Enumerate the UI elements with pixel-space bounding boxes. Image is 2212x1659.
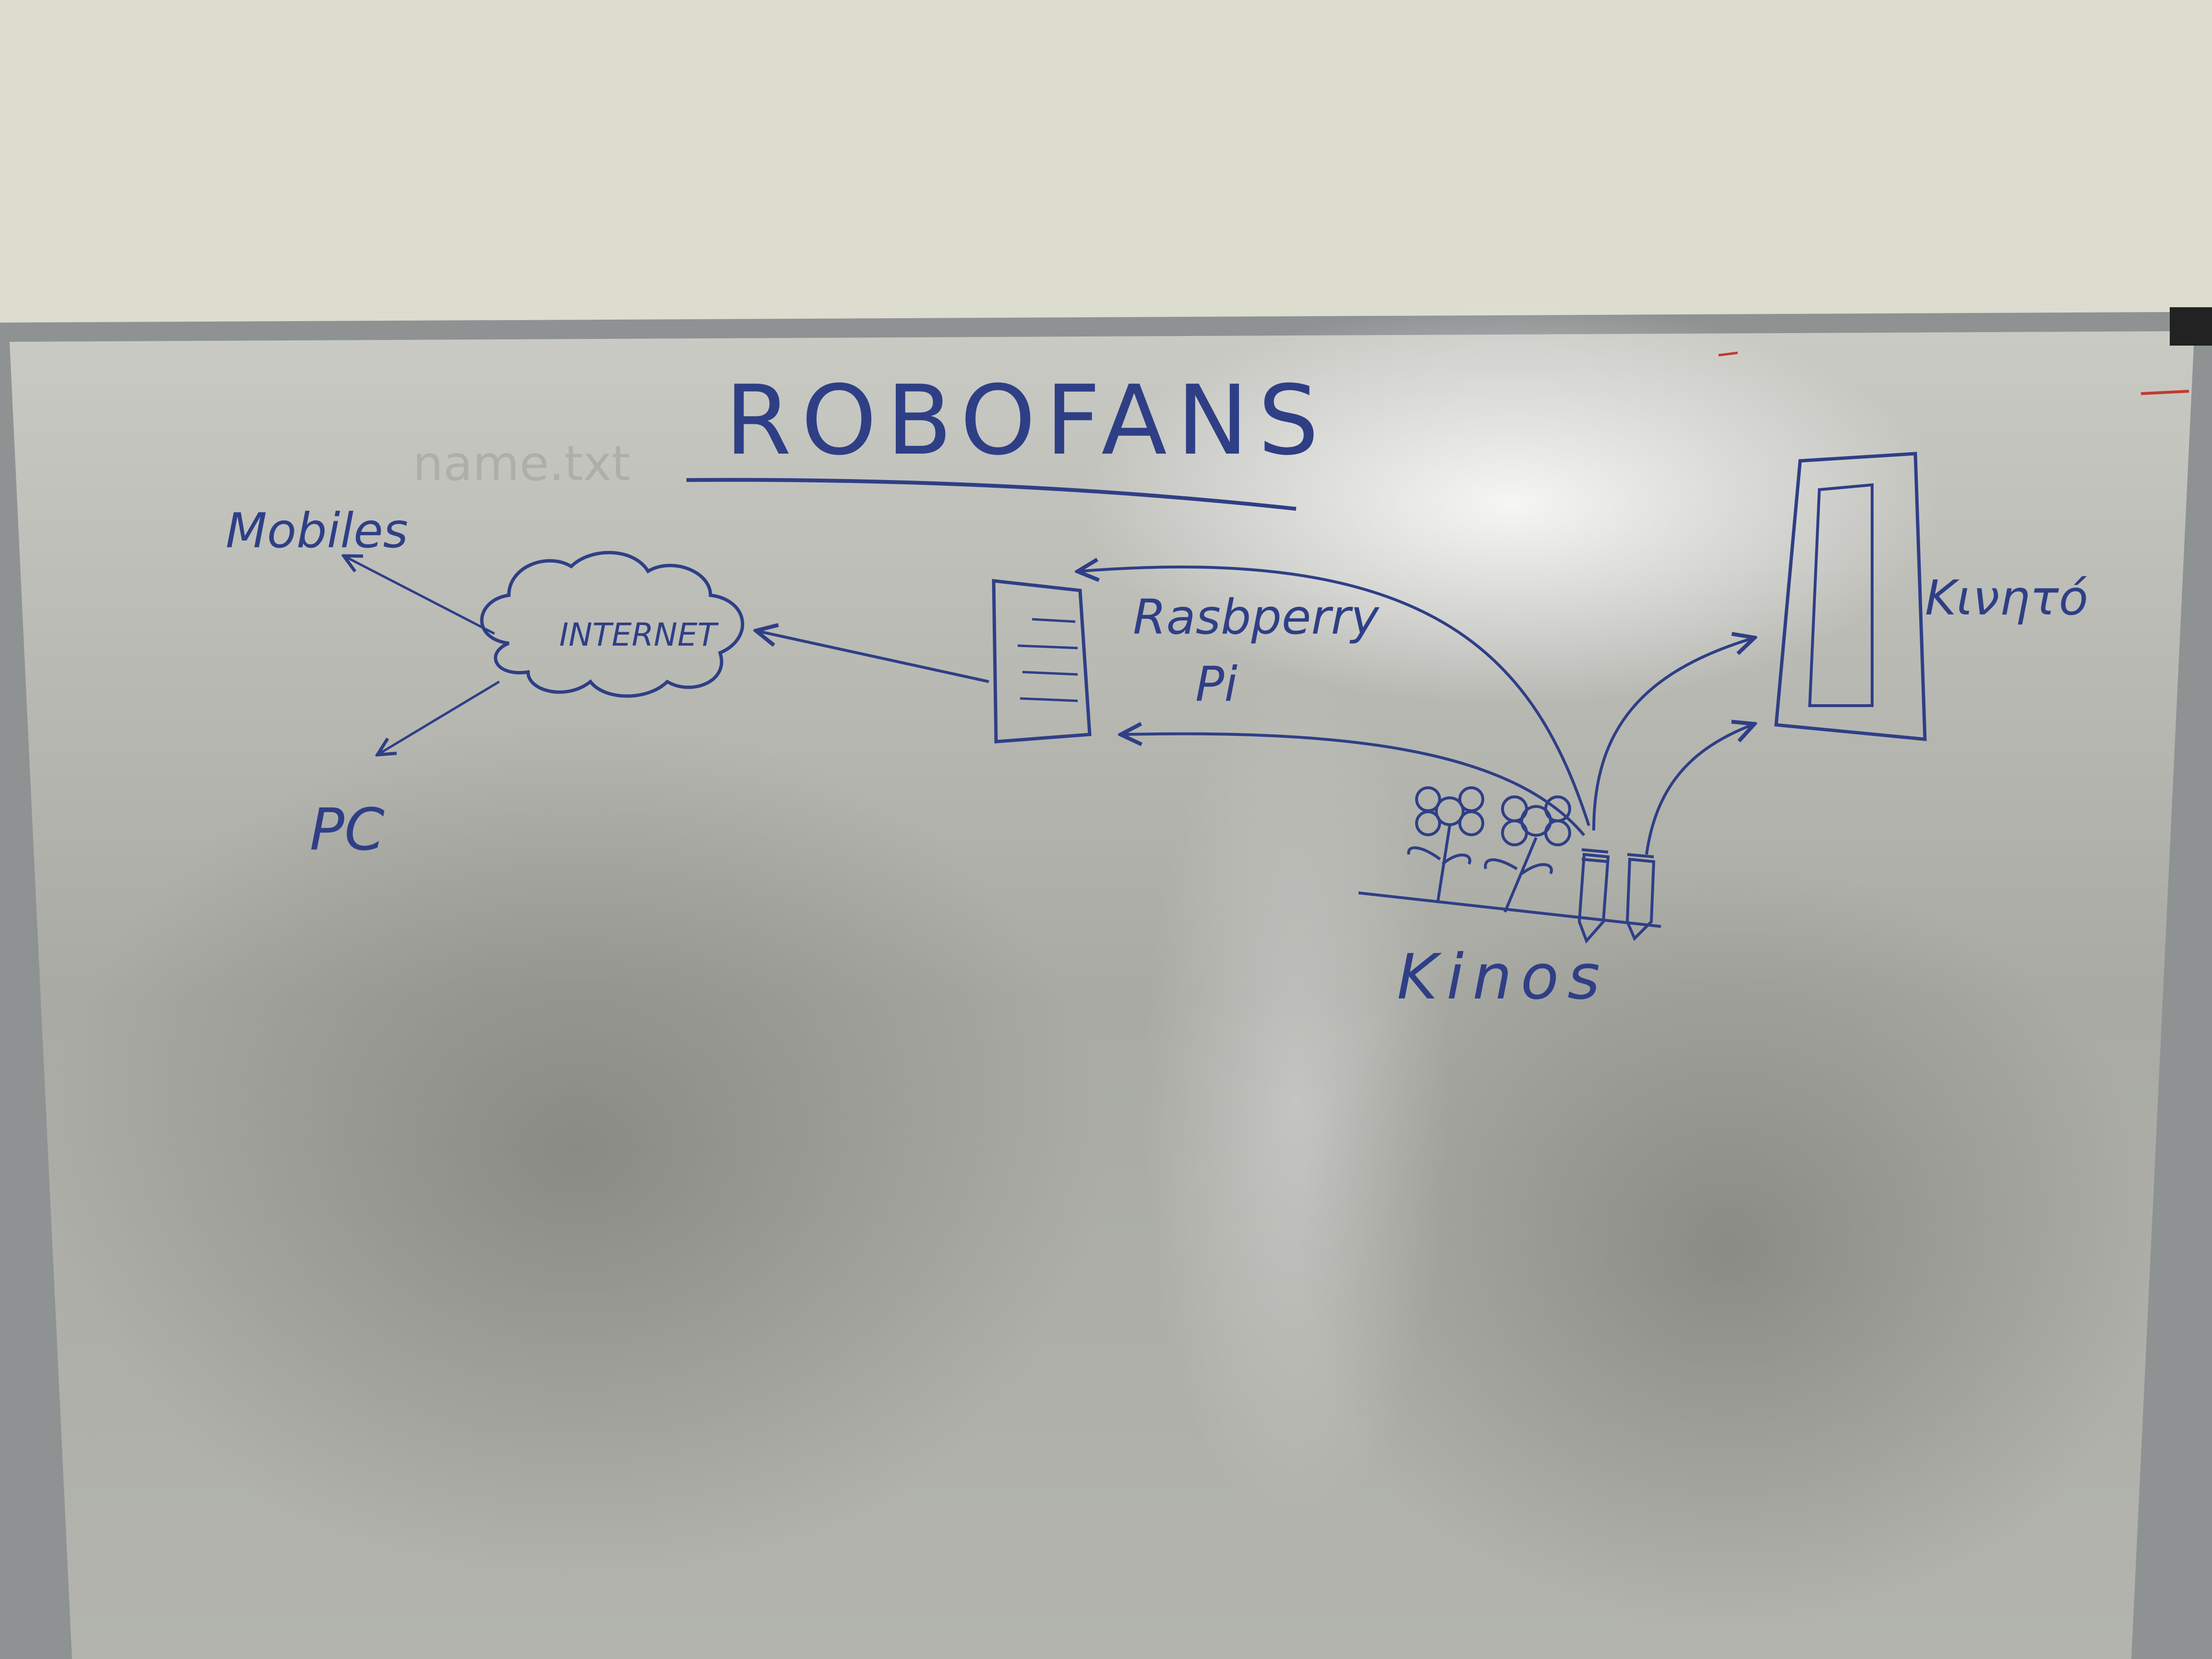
red-mark-small xyxy=(1718,351,1738,357)
soil-sensor-probes xyxy=(1577,848,1656,944)
arrow-sensor-to-pi-bottom xyxy=(1123,734,1586,836)
flowers-drawing xyxy=(1358,786,1661,928)
title-underline xyxy=(686,478,1297,511)
raspberry-label: Rasbperry xyxy=(1133,589,1380,645)
faded-filename: name.txt xyxy=(413,435,630,492)
board-title: ROBOFANS xyxy=(725,365,1329,477)
raspberry-pi-device xyxy=(992,579,1092,744)
arrow-internet-to-pc xyxy=(379,680,500,754)
smudge-left xyxy=(48,720,1104,1584)
smudge-right xyxy=(1296,864,2160,1632)
mobile-phone-drawing xyxy=(1774,452,1927,741)
arrow-sensor-to-pi-top xyxy=(1080,567,1590,826)
internet-cloud xyxy=(480,551,745,698)
arrow-pi-to-internet xyxy=(758,631,989,683)
light-glare xyxy=(1080,302,1944,706)
kinos-label: Kinos xyxy=(1397,940,1609,1013)
internet-label: INTERNET xyxy=(559,616,719,653)
arrow-internet-to-mobiles xyxy=(346,557,495,635)
arrow-sensor-to-phone-bottom xyxy=(1645,725,1752,855)
kinito-label: Κινητό xyxy=(1925,570,2088,626)
arrow-sensor-to-phone-top xyxy=(1592,638,1752,831)
pi-label: Pi xyxy=(1195,656,1238,712)
mobiles-label: Mobiles xyxy=(226,503,408,559)
pc-label: PC xyxy=(310,797,385,864)
red-mark xyxy=(2140,390,2189,395)
frame-corner xyxy=(2170,307,2212,346)
